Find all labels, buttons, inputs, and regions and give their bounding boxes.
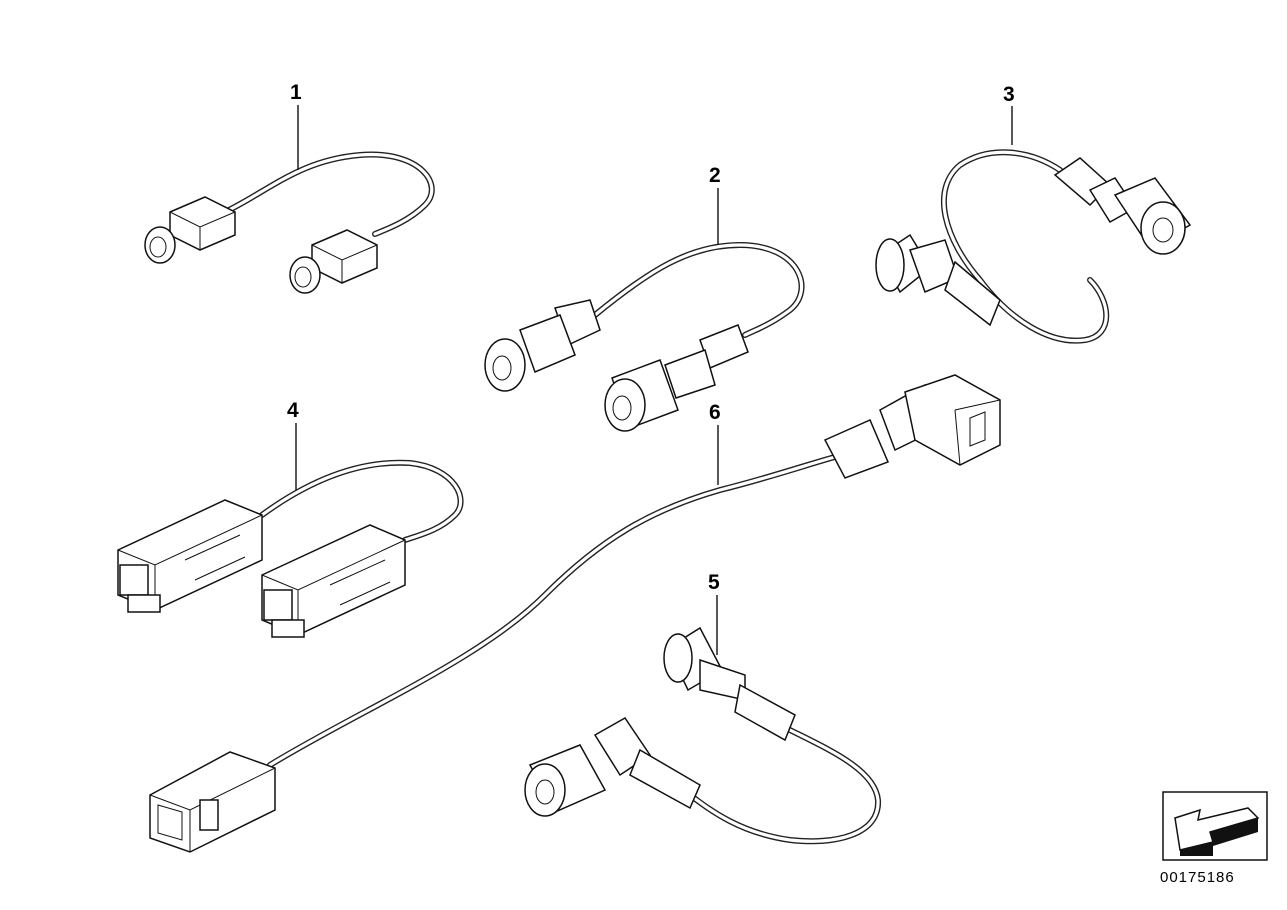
cable-assembly-5 — [524, 626, 882, 845]
document-number: 00175186 — [1160, 869, 1235, 886]
knurled-connector — [663, 626, 796, 742]
angled-connector — [823, 374, 1001, 479]
housing-connector — [261, 524, 406, 638]
cable-assembly-4 — [117, 459, 464, 638]
cable-assembly-2 — [484, 241, 805, 432]
callout-5: 5 — [708, 571, 720, 594]
callout-2: 2 — [709, 164, 721, 187]
callout-6: 6 — [709, 401, 721, 424]
cable-assembly-6 — [149, 374, 1001, 853]
cable-assembly-3 — [875, 149, 1192, 344]
direction-arrow-icon — [1162, 791, 1268, 861]
callout-3: 3 — [1003, 83, 1015, 106]
fakra-plug — [289, 229, 378, 294]
angled-connector — [524, 717, 701, 817]
knurled-connector — [1053, 157, 1192, 255]
housing-connector — [149, 751, 276, 853]
housing-connector — [117, 499, 263, 613]
callout-4: 4 — [287, 399, 299, 422]
fakra-plug — [144, 196, 236, 264]
knurled-connector — [604, 324, 749, 432]
round-connector — [484, 299, 601, 392]
cable-assembly-1 — [144, 151, 435, 294]
callout-1: 1 — [290, 81, 302, 104]
knurled-connector — [875, 233, 1001, 327]
